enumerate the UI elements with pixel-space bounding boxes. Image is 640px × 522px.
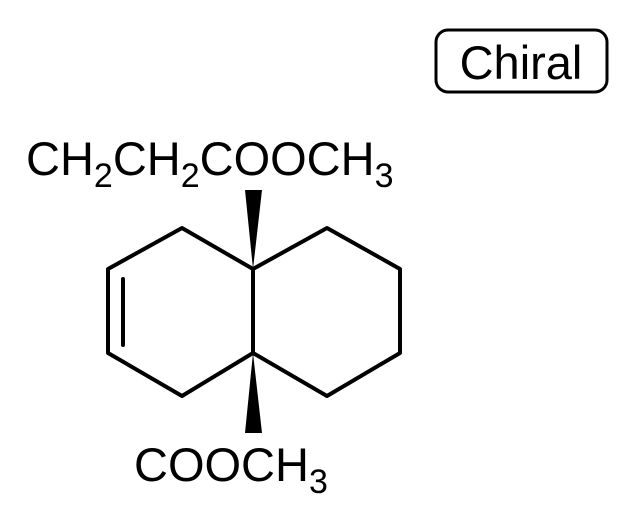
left-ring <box>106 226 255 398</box>
chiral-badge: Chiral <box>434 28 609 94</box>
right-ring <box>251 226 402 398</box>
bottom-wedge-bond <box>245 353 262 433</box>
top-wedge-bond <box>245 190 262 269</box>
bottom-substituent-label: COOCH3 <box>134 438 328 501</box>
chiral-label: Chiral <box>460 36 583 89</box>
chiral-badge-frame <box>434 28 609 94</box>
top-substituent-label: CH2CH2COOCH3 <box>26 132 394 195</box>
